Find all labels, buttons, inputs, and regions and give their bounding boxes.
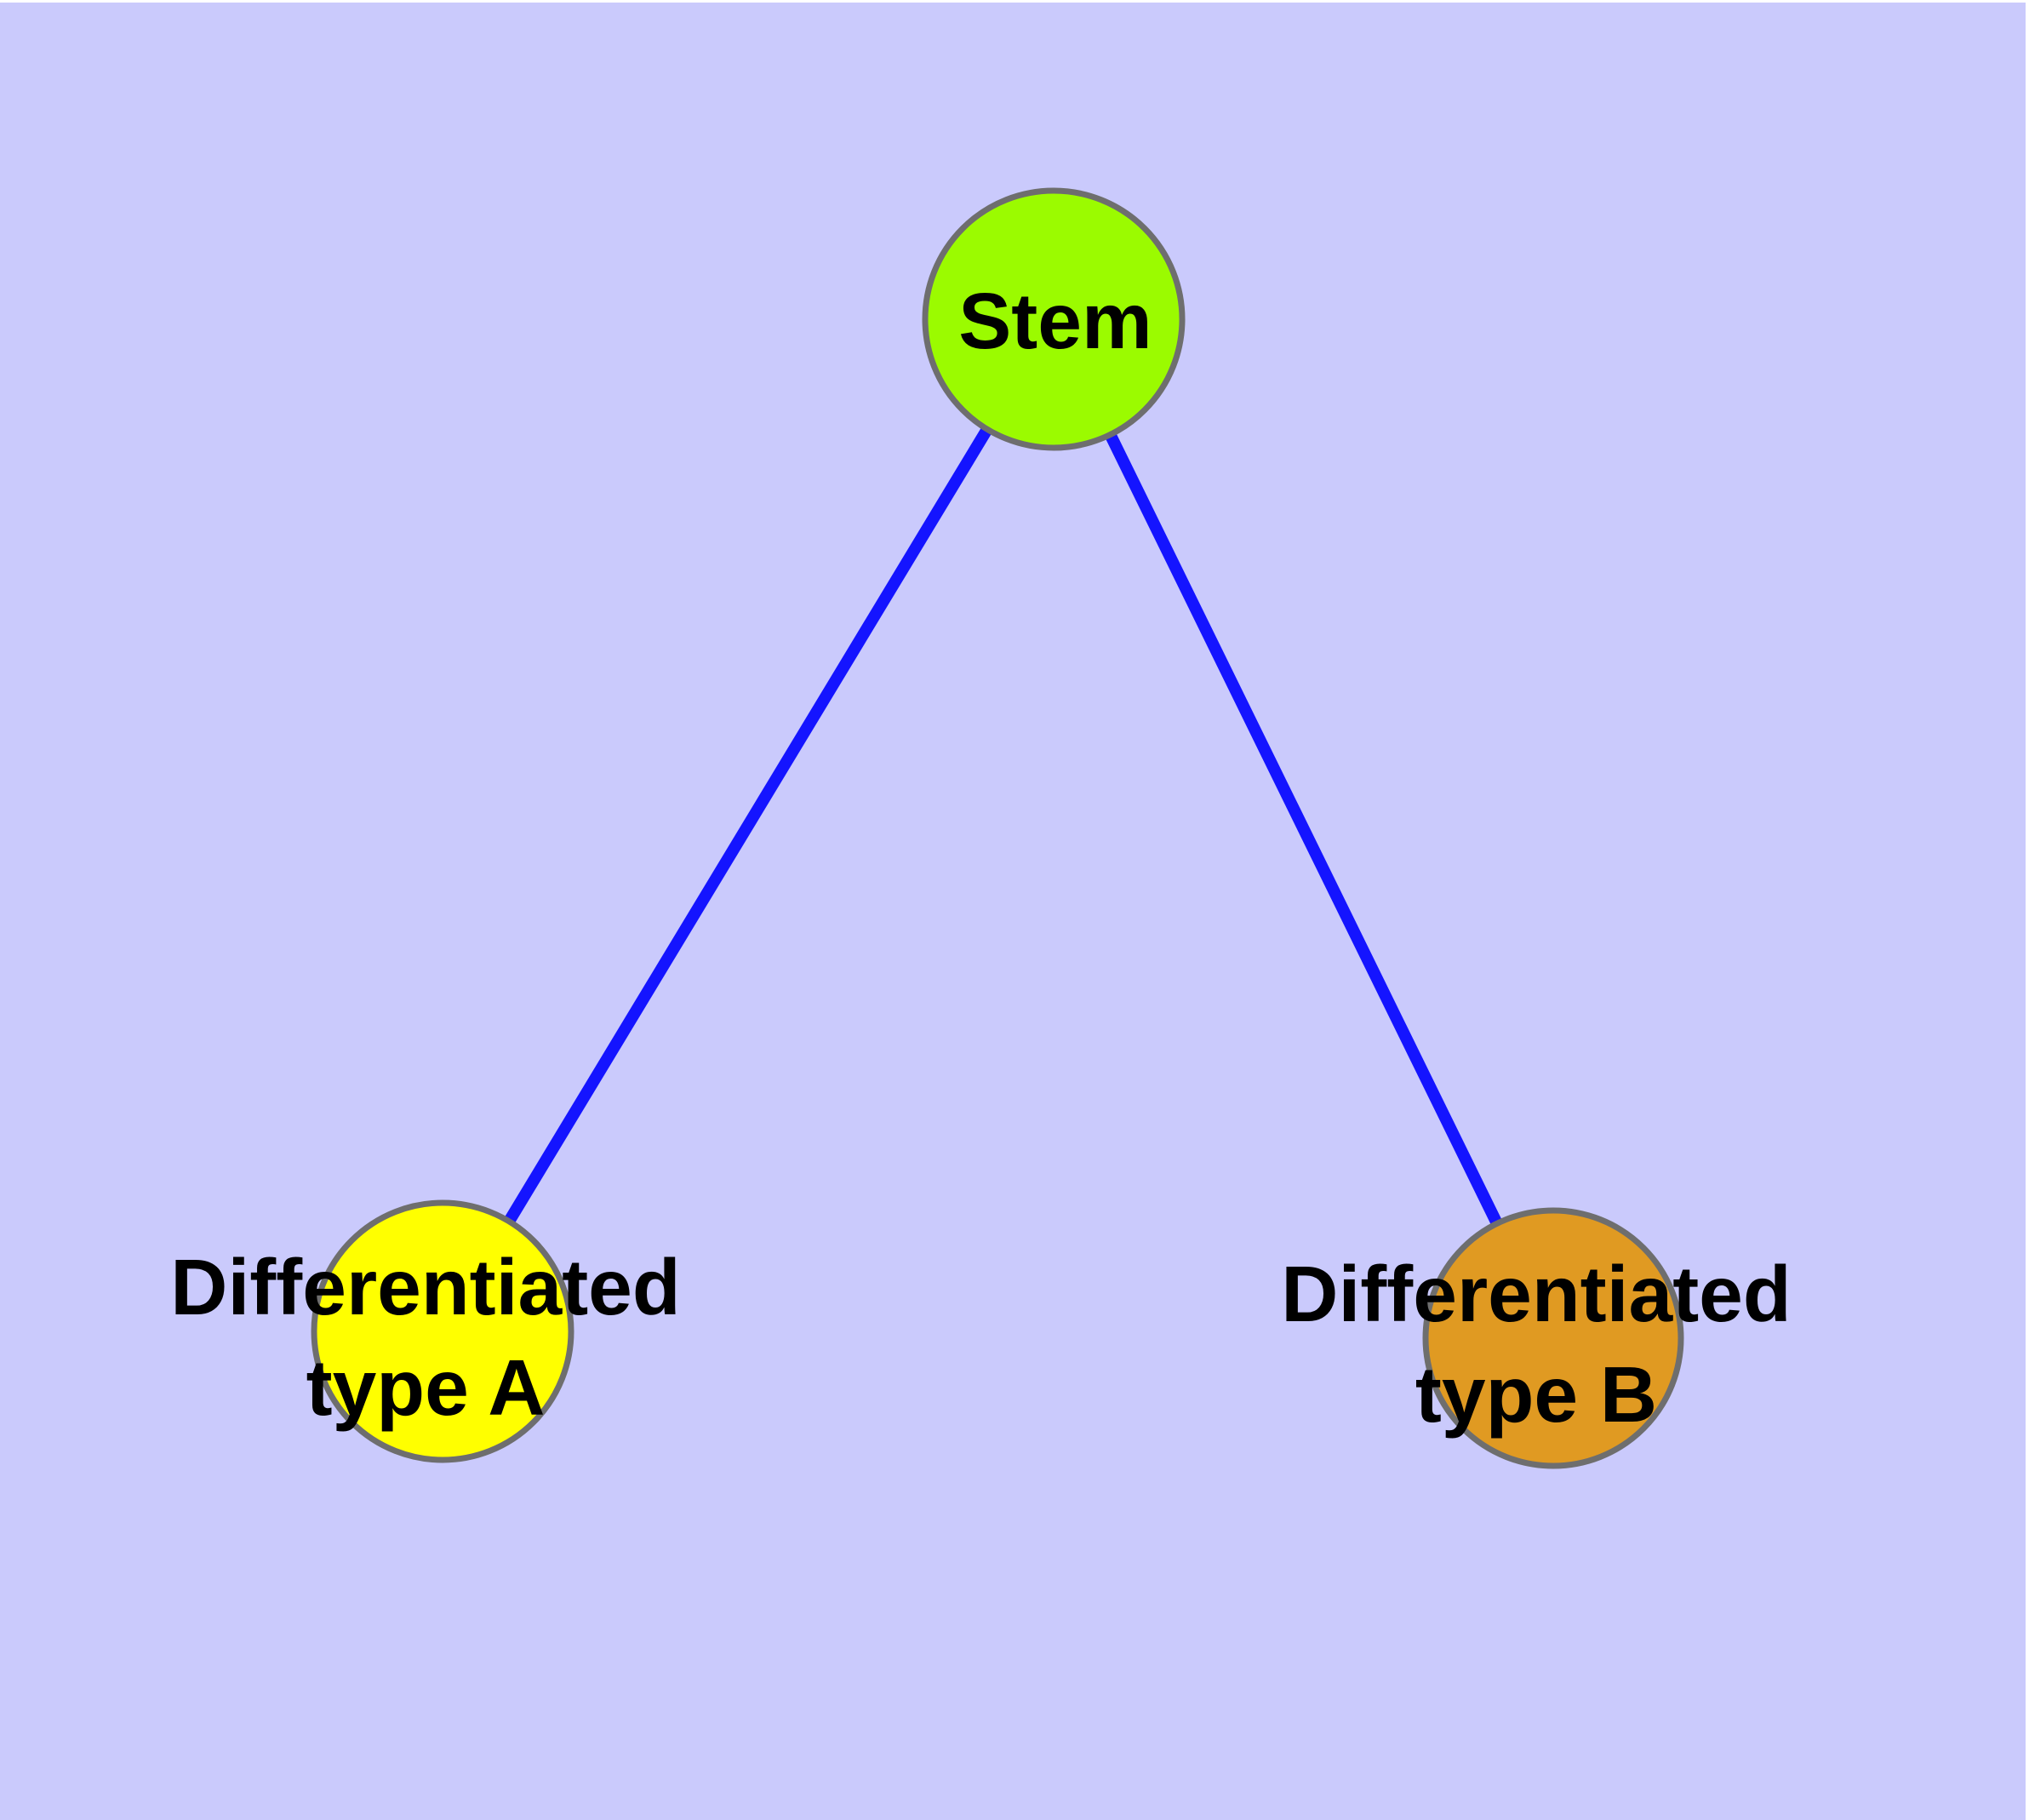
node-type-b-label-line1: Differentiated bbox=[1281, 1250, 1791, 1338]
node-type-a-label-line1: Differentiated bbox=[170, 1243, 680, 1331]
edge-stem-to-type-a bbox=[437, 316, 1059, 1335]
node-stem bbox=[922, 187, 1186, 451]
node-stem-label: Stem bbox=[958, 277, 1152, 365]
node-type-a-label-line2: type A bbox=[306, 1343, 546, 1432]
edge-stem-to-type-b bbox=[1048, 316, 1559, 1342]
node-differentiated-type-a bbox=[311, 1199, 574, 1463]
node-differentiated-type-b bbox=[1422, 1207, 1684, 1469]
node-type-b-label-line2: type B bbox=[1415, 1350, 1657, 1439]
